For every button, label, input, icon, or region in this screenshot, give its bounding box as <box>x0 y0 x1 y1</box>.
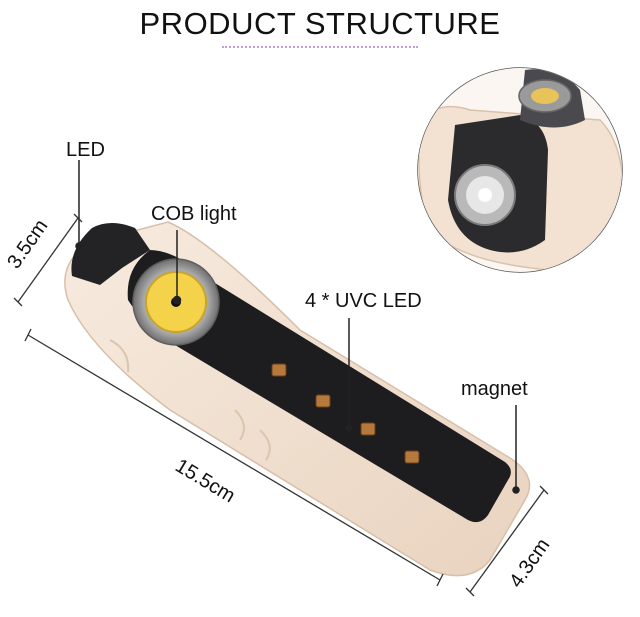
uvc-led-chips <box>271 363 420 464</box>
led-label: LED <box>66 139 105 161</box>
title-underline <box>222 46 418 48</box>
dimension-lines <box>13 213 549 597</box>
closeup-inset <box>417 67 623 273</box>
leader-lines <box>75 160 520 494</box>
magnet-label: magnet <box>461 378 528 400</box>
cob-light-label: COB light <box>151 203 237 225</box>
page-title: PRODUCT STRUCTURE <box>139 6 501 41</box>
uvc-led-label: 4 * UVC LED <box>305 290 422 312</box>
